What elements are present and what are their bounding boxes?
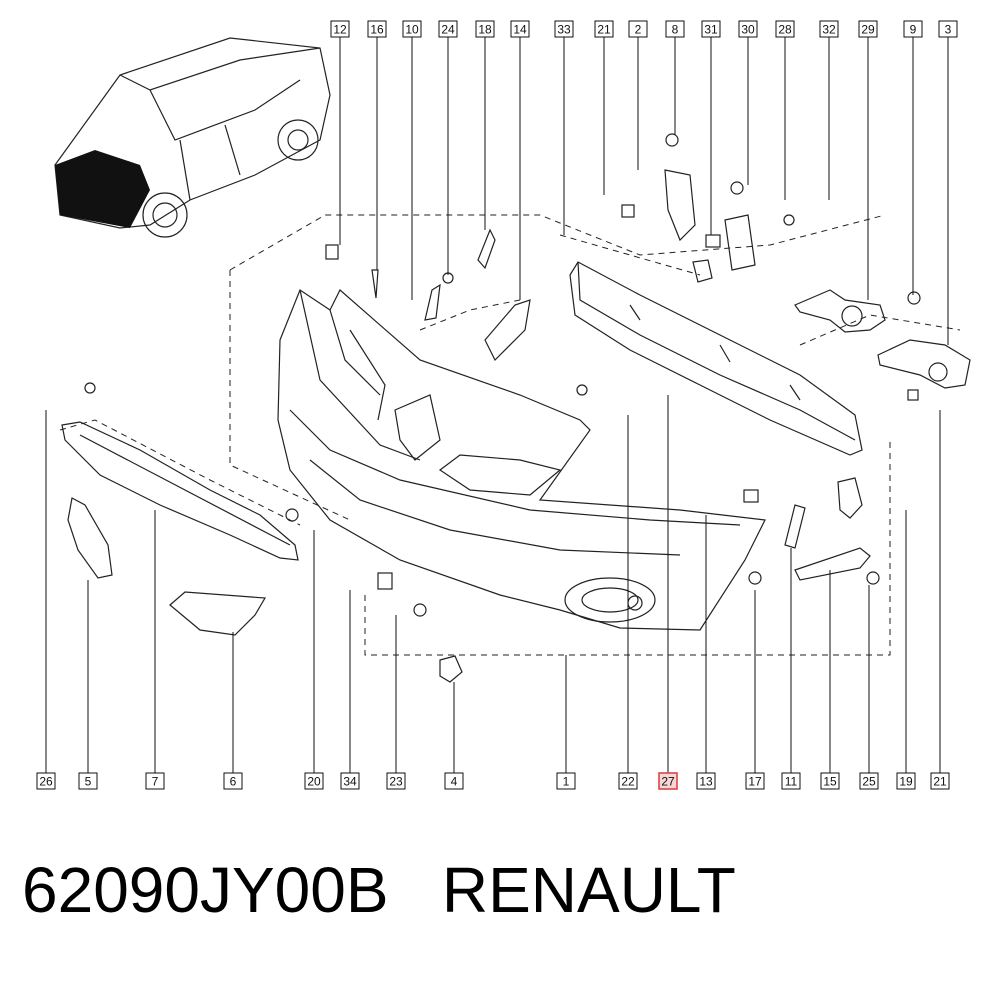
callout-label-top-8: 8: [672, 23, 679, 37]
callout-box-bottom-34: [340, 772, 360, 790]
callout-label-bottom-7: 7: [152, 775, 159, 789]
callout-label-top-29: 29: [861, 23, 875, 37]
callout-box-top-12: [330, 20, 350, 38]
callout-label-top-32: 32: [822, 23, 836, 37]
callout-box-top-32: [819, 20, 839, 38]
right-bracket: [794, 289, 971, 389]
callout-box-top-29: [858, 20, 878, 38]
callout-label-top-2: 2: [635, 23, 642, 37]
callout-box-top-8: [665, 20, 685, 38]
callout-label-bottom-6: 6: [230, 775, 237, 789]
grouping-outlines: [59, 214, 961, 656]
callout-box-bottom-15: [820, 772, 840, 790]
brand-name: RENAULT: [441, 854, 736, 926]
callout-box-top-28: [775, 20, 795, 38]
callout-box-bottom-11: [781, 772, 801, 790]
callout-box-bottom-20: [304, 772, 324, 790]
callout-label-top-12: 12: [333, 23, 347, 37]
callout-label-top-9: 9: [910, 23, 917, 37]
part-number: 62090JY00B: [22, 854, 389, 926]
callout-box-top-30: [738, 20, 758, 38]
callout-box-bottom-19: [896, 772, 916, 790]
callout-label-top-18: 18: [478, 23, 492, 37]
callout-label-bottom-1: 1: [563, 775, 570, 789]
callout-box-top-18: [475, 20, 495, 38]
callout-box-top-10: [402, 20, 422, 38]
callout-label-bottom-19: 19: [899, 775, 913, 789]
front-bumper: [277, 289, 766, 631]
callout-label-bottom-20: 20: [307, 775, 321, 789]
callout-label-bottom-11: 11: [785, 775, 798, 789]
callout-label-top-31: 31: [704, 23, 718, 37]
callout-label-bottom-27: 27: [661, 775, 675, 789]
lower-grille-strip: [61, 421, 299, 561]
callout-label-top-3: 3: [945, 23, 952, 37]
callout-label-top-30: 30: [741, 23, 755, 37]
callouts-bottom-row: 26 5 7 6 20 34 23 4 1 22 27 13 17 11 15 25 19 21: [36, 772, 950, 790]
leader-lines: [45, 37, 949, 773]
callout-label-bottom-34: 34: [343, 775, 357, 789]
callout-label-top-10: 10: [405, 23, 419, 37]
callout-label-bottom-4: 4: [451, 775, 458, 789]
callout-label-top-21: 21: [597, 23, 611, 37]
reinforcement-beam: [569, 261, 863, 456]
callout-label-bottom-13: 13: [699, 775, 713, 789]
callout-label-bottom-15: 15: [823, 775, 837, 789]
callout-box-bottom-26: [36, 772, 56, 790]
side-grille: [67, 497, 113, 579]
callout-label-bottom-26: 26: [39, 775, 53, 789]
callout-box-bottom-25: [859, 772, 879, 790]
callout-box-top-2: [628, 20, 648, 38]
callout-box-bottom-23: [386, 772, 406, 790]
callout-box-top-14: [510, 20, 530, 38]
callout-label-top-33: 33: [557, 23, 571, 37]
callout-box-bottom-7: [145, 772, 165, 790]
callout-box-bottom-4: [444, 772, 464, 790]
callout-box-top-33: [554, 20, 574, 38]
callout-box-top-9: [903, 20, 923, 38]
callout-label-top-16: 16: [370, 23, 384, 37]
callout-box-bottom-13: [696, 772, 716, 790]
callout-box-bottom-21: [930, 772, 950, 790]
callout-label-top-24: 24: [441, 23, 455, 37]
callout-box-top-24: [438, 20, 458, 38]
callout-box-bottom-6: [223, 772, 243, 790]
callout-label-bottom-23: 23: [389, 775, 403, 789]
callout-box-bottom-1: [556, 772, 576, 790]
small-parts: [84, 133, 921, 683]
callout-label-top-28: 28: [778, 23, 792, 37]
callout-box-top-3: [938, 20, 958, 38]
callout-label-bottom-5: 5: [85, 775, 92, 789]
callout-label-bottom-25: 25: [862, 775, 876, 789]
car-thumbnail: [54, 37, 331, 238]
callout-box-top-31: [701, 20, 721, 38]
callout-label-bottom-22: 22: [621, 775, 635, 789]
callout-box-bottom-5: [78, 772, 98, 790]
callout-box-bottom-22: [618, 772, 638, 790]
callout-label-bottom-17: 17: [748, 775, 762, 789]
callout-box-bottom-27: [658, 772, 678, 790]
center-mesh-grille: [169, 591, 267, 636]
callout-box-bottom-17: [745, 772, 765, 790]
part-caption: 62090JY00B RENAULT: [22, 858, 736, 922]
callout-box-top-21: [594, 20, 614, 38]
callout-label-top-14: 14: [513, 23, 527, 37]
callout-label-bottom-21: 21: [933, 775, 947, 789]
callout-box-top-16: [367, 20, 387, 38]
